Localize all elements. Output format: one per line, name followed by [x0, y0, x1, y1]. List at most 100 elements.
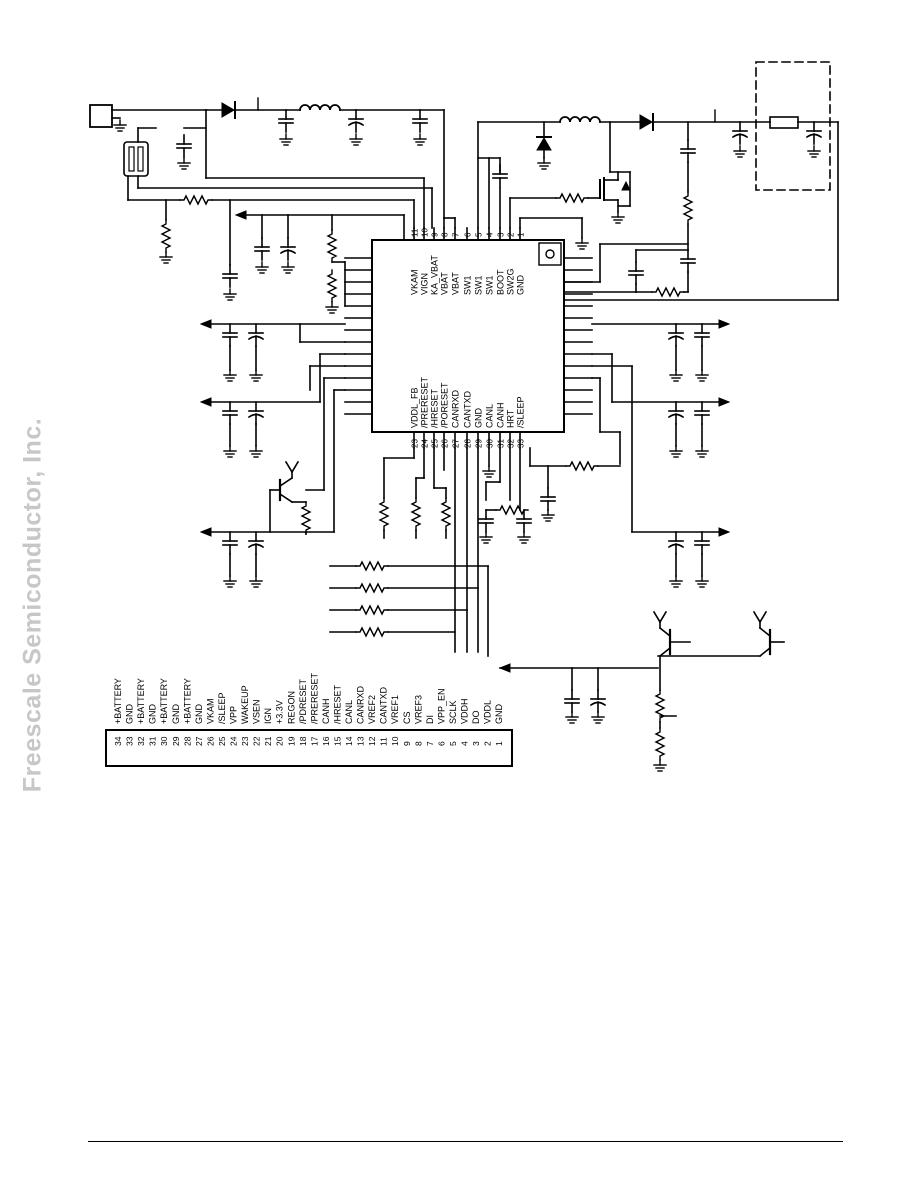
ic-pin-number: 30	[486, 439, 495, 448]
ic-pin-label: HRT	[506, 409, 516, 428]
connector-pin-number: 34	[113, 736, 123, 746]
connector-pin-number: 30	[159, 736, 169, 746]
ic-bottom-pin-labels: VDDL_FB23/PRERESET24/HRESET25/PORESET26C…	[410, 376, 526, 448]
connector-pin-label: +BATTERY	[182, 678, 192, 724]
ic-pin-number: 9	[431, 232, 440, 237]
connector-pin-number: 4	[460, 741, 470, 746]
ic-pin-label: VKAM	[410, 269, 420, 295]
ic-pin-number: 29	[475, 439, 484, 448]
connector-pin-label: GND	[125, 704, 135, 725]
ic-pin-label: VBAT	[440, 272, 450, 295]
ic-pin-number: 4	[486, 232, 495, 237]
connector-pin-label: CANH	[321, 698, 331, 724]
ic-top-pin-labels: 11VKAM10VIGN9KA_VBAT8VBAT7VBAT6SW15SW14S…	[410, 228, 526, 295]
ic-pin-number: 25	[431, 439, 440, 448]
ic-pin-label: GND	[516, 275, 526, 296]
ic-pin-label: /SLEEP	[516, 396, 526, 428]
ic-pin-label: CANL	[485, 404, 495, 428]
ic-pin-label: SW1	[474, 275, 484, 295]
ic-pin-label: /PORESET	[440, 382, 450, 428]
connector-pin-label: VREF1	[390, 695, 400, 724]
connector-pin-number: 2	[483, 741, 493, 746]
connector-pin-number: 15	[332, 736, 342, 746]
connector-pin-label: IGN	[263, 708, 273, 724]
ic-pin-label: VBAT	[451, 272, 461, 295]
connector-pin-number: 23	[240, 736, 250, 746]
connector-pin-number: 26	[205, 736, 215, 746]
ic-pin-number: 1	[517, 232, 526, 237]
ic-pin-label: GND	[474, 408, 484, 429]
ic-pin-number: 7	[452, 232, 461, 237]
connector-pin-label: WAKEUP	[240, 685, 250, 724]
connector-pin-label: VPP_EN	[436, 688, 446, 724]
connector-pin-label: VDDH	[460, 698, 470, 724]
ic-pin-number: 8	[441, 232, 450, 237]
connector-pin-number: 21	[263, 736, 273, 746]
connector-pin-label: DI	[425, 715, 435, 724]
connector-pin-number: 6	[436, 741, 446, 746]
ic-pin-number: 31	[497, 439, 506, 448]
ic-pin-number: 33	[517, 439, 526, 448]
ic-pin-number: 2	[507, 232, 516, 237]
connector-pin-number: 31	[148, 736, 158, 746]
ic-pin-label: CANH	[496, 402, 506, 428]
connector-pin-number: 33	[125, 736, 135, 746]
connector-pin-number: 9	[402, 741, 412, 746]
connector-pin-label: GND	[171, 704, 181, 725]
connector-pin-label: CANL	[344, 700, 354, 724]
connector-pin-number: 16	[321, 736, 331, 746]
ic-pin-label: CANRXD	[451, 389, 461, 428]
ic-pin-number: 10	[421, 228, 430, 237]
ic-pin-label: SW2G	[506, 268, 516, 295]
connector-pin-number: 18	[298, 736, 308, 746]
ic-pin-number: 24	[421, 439, 430, 448]
ic-pin-label: BOOT	[496, 269, 506, 295]
connector-pin-label: VKAM	[205, 698, 215, 724]
connector-pin-number: 5	[448, 741, 458, 746]
fuse-block	[123, 141, 149, 177]
ic-pin-number: 23	[411, 439, 420, 448]
connector-pin-label: +BATTERY	[113, 678, 123, 724]
connector-pin-label: CANRXD	[356, 685, 366, 724]
ic-pin1-mark	[538, 242, 562, 266]
ic-pin-number: 32	[507, 439, 516, 448]
connector-pin-label: GND	[494, 704, 504, 725]
connector-pin-number: 25	[217, 736, 227, 746]
connector-pin-label: /SLEEP	[217, 692, 227, 724]
connector-pin-label: GND	[148, 704, 158, 725]
ic-pin-number: 3	[497, 232, 506, 237]
connector-pin-label: DO	[471, 711, 481, 725]
connector-pin-number: 19	[286, 736, 296, 746]
connector-pin-label: SCLK	[448, 700, 458, 724]
connector-pin-number: 14	[344, 736, 354, 746]
connector-pin-number: 27	[194, 736, 204, 746]
connector-pin-label: VREF3	[413, 695, 423, 724]
connector-pin-number: 12	[367, 736, 377, 746]
ic-pin-label: VIGN	[420, 273, 430, 295]
connector-pin-number: 22	[252, 736, 262, 746]
connector-pin-number: 24	[229, 736, 239, 746]
connector-pin-number: 1	[494, 741, 504, 746]
connector-pin-number: 28	[182, 736, 192, 746]
output-filter-box	[755, 61, 831, 191]
connector-pin-number: 20	[275, 736, 285, 746]
ic-pin-label: /PRERESET	[420, 376, 430, 428]
battery-terminal	[89, 104, 113, 128]
connector-body	[105, 729, 513, 767]
footer-rule	[88, 1141, 843, 1142]
ic-pin-number: 5	[475, 232, 484, 237]
connector-pin-label: CANTXD	[379, 686, 389, 724]
connector-pin-label: /PDRESET	[298, 678, 308, 724]
ic-pin-label: KA_VBAT	[430, 255, 440, 295]
connector-pin-label: +BATTERY	[159, 678, 169, 724]
connector-pin-label: REGON	[286, 691, 296, 724]
connector-pin-label: VDDL	[483, 700, 493, 724]
connector-pin-number: 7	[425, 741, 435, 746]
connector-pin-label: /PRERESET	[309, 672, 319, 724]
ic-body	[371, 239, 565, 433]
ic-pin-number: 11	[411, 228, 420, 237]
ic-pin-label: VDDL_FB	[410, 387, 420, 428]
connector-pin-label: +BATTERY	[136, 678, 146, 724]
ic-pin-number: 27	[452, 439, 461, 448]
connector-pin-label: VSEN	[252, 699, 262, 724]
